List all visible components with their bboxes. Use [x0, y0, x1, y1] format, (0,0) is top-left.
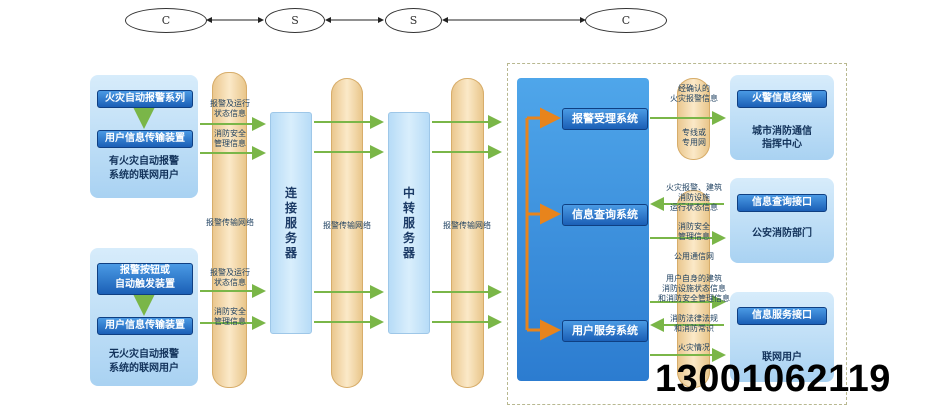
alarm-network-label-3: 报警传输网络 [443, 221, 491, 230]
service-interface-box: 信息服务接口 [737, 307, 827, 325]
connect-server: 连 接 服 务 器 [270, 112, 312, 334]
server-ellipse-right: S [385, 8, 442, 33]
query-interface-box: 信息查询接口 [737, 194, 827, 212]
confirmed-alarm-label: 经确认的 火灾报警信息 [670, 84, 718, 103]
server-label: S [291, 14, 299, 27]
dedicated-line-label: 专线或 专用网 [682, 128, 706, 147]
safety-mgmt-label-bottom: 消防安全 管理信息 [214, 307, 246, 326]
fire-comm-center-caption: 城市消防通信 指挥中心 [752, 126, 812, 150]
fire-department-caption: 公安消防部门 [752, 228, 812, 239]
info-query-system: 信息查询系统 [562, 204, 648, 226]
client-label: C [161, 14, 171, 27]
fire-building-status-label: 火灾报警、建筑 消防设施 运行状态信息 [666, 183, 722, 212]
networked-user-caption-top: 有火灾自动报警 系统的联网用户 [109, 156, 179, 181]
alarm-status-label-top: 报警及运行 状态信息 [210, 99, 250, 118]
relay-server: 中 转 服 务 器 [388, 112, 430, 334]
user-transmitter-box-top: 用户信息传输装置 [97, 130, 193, 148]
fire-comm-center-panel [730, 75, 834, 160]
phone-number: 13001062119 [655, 358, 891, 400]
client-label: C [621, 14, 631, 27]
server-label: S [409, 14, 418, 27]
client-ellipse-left: C [125, 8, 207, 33]
server-ellipse-left: S [265, 8, 325, 33]
topology-lines [206, 17, 586, 23]
monitoring-center-frame [507, 63, 847, 405]
public-network-label: 公用通信网 [674, 252, 714, 261]
alarm-status-label-bottom: 报警及运行 状态信息 [210, 268, 250, 287]
alarm-network-label-2: 报警传输网络 [323, 221, 371, 230]
user-fire-status-label: 用户自身的建筑 消防设施状态信息 和消防安全管理信息 [658, 274, 730, 303]
alarm-button-device-box: 报警按钮或 自动触发装置 [97, 263, 193, 295]
alarm-network-label-1: 报警传输网络 [206, 218, 254, 227]
user-transmitter-box-bottom: 用户信息传输装置 [97, 317, 193, 335]
client-ellipse-right: C [585, 8, 667, 33]
fire-alarm-system-box: 火灾自动报警系列 [97, 90, 193, 108]
networked-user-service-caption: 联网用户 [762, 352, 802, 363]
fire-department-panel [730, 178, 834, 263]
alarm-acceptance-system: 报警受理系统 [562, 108, 648, 130]
law-knowledge-label: 消防法律法规 和消防常识 [670, 314, 718, 333]
transmission-pillar-3 [451, 78, 484, 388]
transmission-pillar-2 [331, 78, 363, 388]
safety-mgmt-label-right: 消防安全 管理信息 [678, 222, 710, 241]
safety-mgmt-label-top: 消防安全 管理信息 [214, 129, 246, 148]
fire-situation-label: 火灾情况 [678, 343, 710, 352]
user-service-system: 用户服务系统 [562, 320, 648, 342]
networked-user-caption-bottom: 无火灾自动报警 系统的联网用户 [109, 349, 179, 374]
alarm-terminal-box: 火警信息终端 [737, 90, 827, 108]
